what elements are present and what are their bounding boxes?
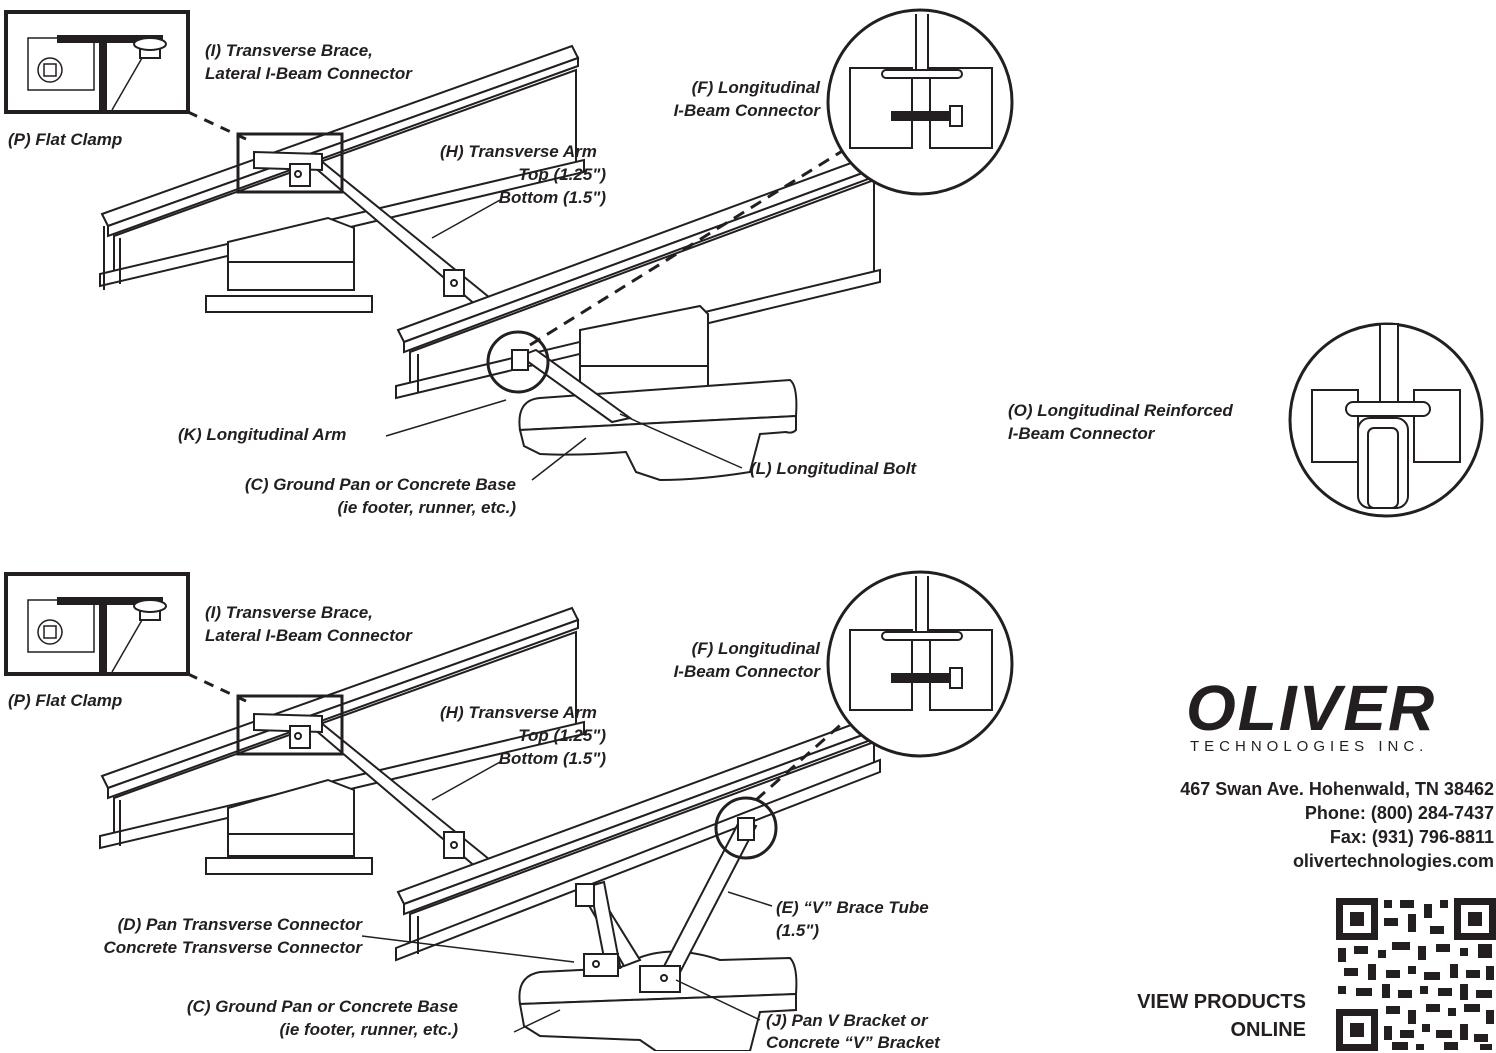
top-clamp-highlight-box xyxy=(236,132,344,194)
top-label-L: (L) Longitudinal Bolt xyxy=(750,459,917,478)
company-website[interactable]: olivertechnologies.com xyxy=(1292,851,1494,871)
top-label-P: (P) Flat Clamp xyxy=(8,130,123,149)
bottom-inset-box xyxy=(4,572,190,676)
bottom-label-H-line2: Top (1.25") xyxy=(518,726,606,745)
bottom-label-C: (C) Ground Pan or Concrete Base xyxy=(186,997,458,1016)
top-detail-circle-F xyxy=(826,8,1014,196)
top-diagram xyxy=(4,8,1014,482)
top-back-blocks xyxy=(205,216,373,313)
top-clamp-detail xyxy=(253,150,323,187)
bottom-label-I: (I) Transverse Brace, xyxy=(205,603,373,622)
top-ground-pan xyxy=(518,378,798,482)
company-logo-subtitle: TECHNOLOGIES INC. xyxy=(1190,738,1429,755)
top-label-H-line3: Bottom (1.5") xyxy=(498,188,606,207)
bottom-diagram xyxy=(4,570,1014,1051)
company-address: 467 Swan Ave. Hohenwald, TN 38462 xyxy=(1180,779,1494,799)
view-products-label: VIEW PRODUCTS xyxy=(1137,991,1306,1013)
bottom-v-brace xyxy=(575,817,758,993)
top-label-H-line2: Top (1.25") xyxy=(518,165,606,184)
bottom-back-blocks xyxy=(205,778,373,875)
view-products-label-line2: ONLINE xyxy=(1230,1019,1306,1041)
bottom-label-F: (F) Longitudinal xyxy=(691,639,820,658)
top-label-C-line2: (ie footer, runner, etc.) xyxy=(337,498,516,517)
top-label-F: (F) Longitudinal xyxy=(691,78,820,97)
bottom-label-J: (J) Pan V Bracket or xyxy=(766,1011,928,1030)
top-label-I-line2: Lateral I-Beam Connector xyxy=(205,64,412,83)
company-fax: Fax: (931) 796-8811 xyxy=(1329,827,1494,847)
top-label-C: (C) Ground Pan or Concrete Base xyxy=(244,475,516,494)
bottom-v-highlight-circle xyxy=(714,796,778,860)
top-label-H: (H) Transverse Arm xyxy=(440,142,597,161)
bottom-label-C-line2: (ie footer, runner, etc.) xyxy=(279,1020,458,1039)
bottom-detail-circle-F xyxy=(826,570,1014,758)
detail-circle-O xyxy=(1288,322,1484,518)
company-phone: Phone: (800) 284-7437 xyxy=(1304,803,1494,823)
bottom-label-D-line2: Concrete Transverse Connector xyxy=(103,938,362,957)
bottom-front-ibeam xyxy=(395,716,881,962)
bottom-label-I-line2: Lateral I-Beam Connector xyxy=(205,626,412,645)
bottom-label-P: (P) Flat Clamp xyxy=(8,691,123,710)
side-label-O-line2: I-Beam Connector xyxy=(1008,424,1155,443)
qr-code xyxy=(1336,898,1496,1051)
top-label-F-line2: I-Beam Connector xyxy=(673,101,820,120)
side-label-O: (O) Longitudinal Reinforced xyxy=(1008,401,1233,420)
top-label-I: (I) Transverse Brace, xyxy=(205,41,373,60)
top-label-K: (K) Longitudinal Arm xyxy=(178,425,347,444)
bottom-clamp-detail xyxy=(253,712,323,749)
bottom-label-J-line2: Concrete “V” Bracket xyxy=(766,1033,940,1052)
bottom-label-F-line2: I-Beam Connector xyxy=(673,662,820,681)
bottom-label-H: (H) Transverse Arm xyxy=(440,703,597,722)
top-longitudinal-highlight-circle xyxy=(486,330,550,394)
bottom-label-D: (D) Pan Transverse Connector xyxy=(117,915,362,934)
bottom-label-H-line3: Bottom (1.5") xyxy=(498,749,606,768)
bottom-clamp-highlight-box xyxy=(236,694,344,756)
bottom-label-E-line2: (1.5") xyxy=(776,921,820,940)
company-logo: OLIVER xyxy=(1186,672,1437,744)
bottom-label-E: (E) “V” Brace Tube xyxy=(776,898,929,917)
top-inset-box xyxy=(4,10,190,114)
